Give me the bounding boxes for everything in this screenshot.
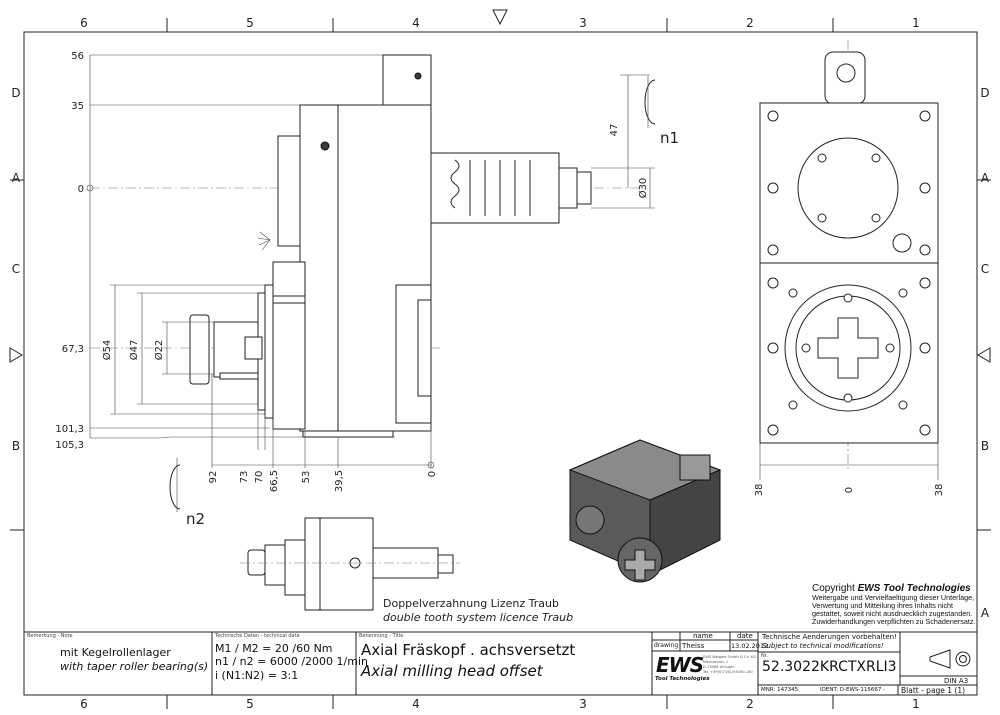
address-line: D-73066 Uhingen	[703, 665, 735, 669]
dim-label: 0	[427, 471, 438, 477]
copyright-prefix: Copyright	[812, 583, 858, 594]
dim-label: 38	[754, 484, 765, 497]
bottom-view	[240, 517, 460, 611]
dim-label: 47	[609, 124, 620, 137]
column-label: 5	[246, 16, 254, 30]
title-en: Axial milling head offset	[361, 662, 543, 680]
tech-line: i (N1:N2) = 3:1	[215, 669, 299, 682]
dim-label: 70	[254, 471, 265, 484]
address-line: Maybachstr. 1	[703, 660, 729, 664]
row-drawing: drawing	[654, 642, 679, 649]
frame-ticks	[9, 9, 991, 709]
copyright-brand: EWS Tool Technologies	[857, 583, 971, 594]
dim-label: 73	[239, 471, 250, 484]
title-block-grid	[24, 631, 977, 695]
col-date: date	[737, 632, 753, 640]
address-line: EWS Weigele GmbH & Co. KG	[703, 655, 757, 659]
paper-format: DIN A3	[944, 677, 969, 685]
row-label: A	[981, 171, 990, 185]
projection-symbol	[929, 649, 971, 669]
rotation-label-n2: n2	[186, 510, 205, 528]
column-label: 3	[579, 16, 587, 30]
column-label: 4	[412, 16, 420, 30]
dim-label: 66,5	[269, 470, 280, 492]
drawer-name: Theiss	[682, 642, 705, 650]
dim-label: 105,3	[55, 440, 84, 451]
dim-label: 0	[844, 487, 855, 493]
ident: IDENT: D-EWS-115667 -	[820, 687, 886, 693]
side-view	[86, 54, 656, 512]
copyright-notice: Copyright EWS Tool Technologies Weiterga…	[812, 583, 975, 626]
tech-line: n1 / n2 = 6000 /2000 1/min	[215, 655, 368, 668]
dim-label: 35	[71, 101, 84, 112]
address-line: Tel. +49(0)7161/93040-100	[703, 670, 753, 674]
sheet-page: Blatt - page 1 (1)	[901, 686, 966, 695]
dim-label: 67,3	[62, 344, 84, 355]
rotation-label-n1: n1	[660, 129, 679, 147]
drawing-number: 52.3022KRCTXRLI3	[762, 659, 897, 675]
changes-en: Subject to technical modifications!	[762, 642, 884, 650]
row-label: B	[12, 439, 20, 453]
dim-label: 38	[934, 484, 945, 497]
note-label: Bemerkung - Note	[27, 633, 73, 639]
column-label: 2	[746, 16, 754, 30]
tech-label: Technische Daten - technical data	[215, 633, 300, 639]
column-label: 1	[912, 697, 920, 711]
tech-line: M1 / M2 = 20 /60 Nm	[215, 642, 333, 655]
dim-label: Ø22	[153, 340, 165, 361]
column-label: 5	[246, 697, 254, 711]
dim-label: Ø54	[101, 340, 113, 361]
row-label: D	[11, 86, 20, 100]
drawing-date: 13.02.2012	[731, 642, 769, 650]
annotation-line2: double tooth system licence Traub	[383, 611, 573, 624]
row-label: C	[981, 262, 989, 276]
dim-label: 101,3	[55, 424, 84, 435]
dim-label: 39,5	[334, 470, 345, 492]
row-label: D	[980, 86, 989, 100]
row-label: B	[981, 439, 989, 453]
column-label: 6	[80, 16, 88, 30]
annotation-line1: Doppelverzahnung Lizenz Traub	[383, 597, 559, 610]
column-label: 4	[412, 697, 420, 711]
drawing-frame	[23, 31, 978, 696]
copyright-line: Zuwiderhandlungen verpflichten zu Schade…	[812, 617, 976, 626]
dim-label: 53	[301, 471, 312, 484]
dim-label: 0	[78, 184, 84, 195]
column-label: 6	[80, 697, 88, 711]
copyright-line: Weitergabe und Vervielfaeltigung dieser …	[812, 593, 975, 602]
note-en: with taper roller bearing(s)	[60, 660, 209, 673]
row-label: A	[981, 606, 990, 620]
column-label: 3	[579, 697, 587, 711]
company-address: EWS Weigele GmbH & Co. KG Maybachstr. 1 …	[703, 655, 756, 675]
title-de: Axial Fräskopf . achsversetzt	[361, 641, 576, 659]
dim-label: Ø47	[128, 340, 140, 361]
note-de: mit Kegelrollenlager	[60, 646, 171, 659]
dim-label: 92	[208, 471, 219, 484]
col-name: name	[693, 632, 713, 640]
ews-logo: EWS	[656, 653, 704, 677]
row-label: C	[12, 262, 20, 276]
nr-label: Nr.	[761, 653, 768, 659]
logo-subtitle: Tool Technologies	[655, 676, 710, 682]
copyright-line: Verwertung und Mitteilung ihres Inhalts …	[812, 601, 954, 610]
dim-label: Ø30	[637, 178, 649, 199]
title-label: Benennung - Title	[359, 633, 404, 639]
dim-label: 56	[71, 51, 84, 62]
end-view	[759, 40, 939, 480]
changes-de: Technische Aenderungen vorbehalten!	[762, 633, 897, 641]
copyright-line: gestattet, soweit nicht ausdruecklich zu…	[812, 609, 973, 618]
column-label: 1	[912, 16, 920, 30]
row-label: A	[12, 171, 21, 185]
column-label: 2	[746, 697, 754, 711]
mnr: MNR: 147345	[761, 687, 799, 693]
isometric-view	[568, 439, 722, 583]
